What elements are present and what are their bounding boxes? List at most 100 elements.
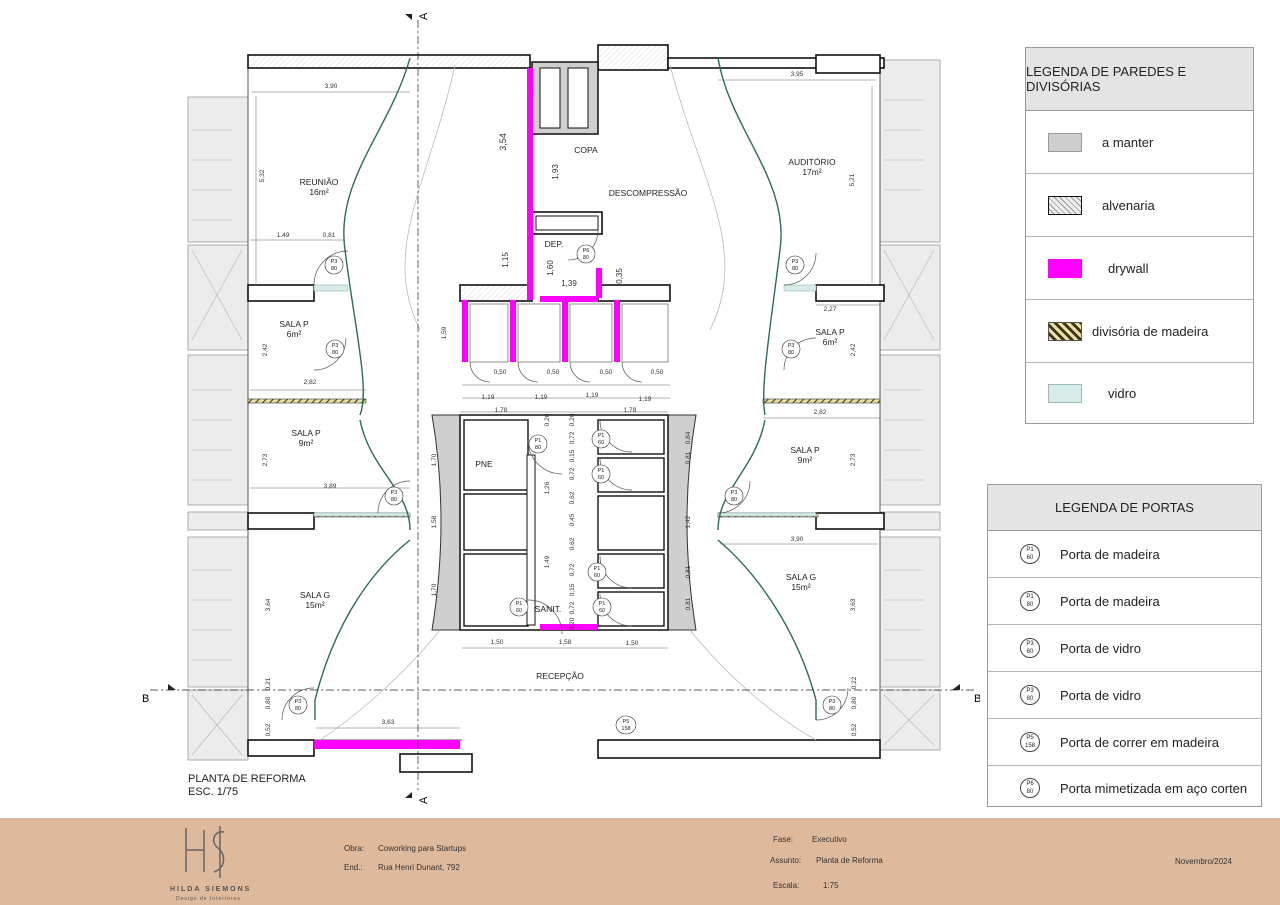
svg-text:80: 80 xyxy=(829,706,835,712)
dim: 1,19 xyxy=(586,392,599,399)
room-sala-p9-right-area: 9m² xyxy=(798,455,813,465)
svg-text:80: 80 xyxy=(295,706,301,712)
dim: 0,72 xyxy=(569,563,576,576)
swatch-wood xyxy=(1048,321,1082,341)
assunto-label: Assunto: xyxy=(770,856,802,865)
dim: 0,52 xyxy=(851,723,858,736)
svg-text:P6: P6 xyxy=(583,248,590,254)
title-block: HILDA SIEMONS Design de Interiores Obra:… xyxy=(0,818,1280,905)
dim: 1,19 xyxy=(535,394,548,401)
svg-text:60: 60 xyxy=(598,440,604,446)
room-reuniao-area: 16m² xyxy=(309,187,329,197)
end-value: Rua Henri Dunant, 792 xyxy=(378,863,460,872)
door-legend-label: Porta mimetizada em aço corten xyxy=(1060,780,1248,796)
svg-text:P3: P3 xyxy=(331,259,338,265)
room-labels: REUNIÃO 16m² AUDITÓRIO 17m² COPA DESCOMP… xyxy=(279,145,845,681)
svg-text:P1: P1 xyxy=(599,601,606,607)
svg-text:80: 80 xyxy=(731,497,737,503)
copa-block xyxy=(531,61,599,231)
dim: 0,21 xyxy=(265,677,272,690)
section-marker-top: A xyxy=(418,12,430,20)
dim: 3,63 xyxy=(382,719,395,726)
dim: 0,72 xyxy=(569,467,576,480)
dim: 3,90 xyxy=(325,83,338,90)
dim: 1,58 xyxy=(431,515,438,528)
glass-partitions xyxy=(313,284,817,517)
dim: 0,81 xyxy=(685,597,692,610)
dimension-texts: 3,90 3,95 5,32 5,21 1,49 0,81 3,54 1,93 … xyxy=(259,71,858,736)
svg-text:P1: P1 xyxy=(598,433,605,439)
dim: 1,78 xyxy=(624,407,637,414)
room-dep: DEP. xyxy=(545,239,564,249)
dim: 1,70 xyxy=(431,583,438,596)
door-legend-label: Porta de madeira xyxy=(1060,593,1160,609)
svg-text:80: 80 xyxy=(788,350,794,356)
dim: 0,20 xyxy=(544,413,551,426)
dim: 3,64 xyxy=(265,598,272,611)
sanitary-core xyxy=(431,414,697,631)
dim: 1,59 xyxy=(441,326,448,339)
dim: 0,81 xyxy=(685,565,692,578)
room-copa: COPA xyxy=(574,145,598,155)
wall-legend-item: vidro xyxy=(1026,363,1253,423)
plan-title: PLANTA DE REFORMA xyxy=(188,773,306,785)
curved-walls xyxy=(314,57,817,720)
dim: 1,42 xyxy=(685,515,692,528)
wall-legend-item: drywall xyxy=(1026,237,1253,300)
svg-text:60: 60 xyxy=(594,573,600,579)
dim: 3,54 xyxy=(498,133,508,151)
room-sala-g-left: SALA G xyxy=(300,590,330,600)
obra-label: Obra: xyxy=(344,844,365,853)
dim: 0,50 xyxy=(547,369,560,376)
dim: 2,27 xyxy=(824,306,837,313)
dim: 1,49 xyxy=(277,232,290,239)
room-descompressao: DESCOMPRESSÃO xyxy=(609,188,688,198)
wall-legend-item: a manter xyxy=(1026,111,1253,174)
plan-scale: ESC. 1/75 xyxy=(188,786,239,798)
window-details xyxy=(191,99,935,756)
floor-plan: A A B B REUNIÃO 16m² AUDITÓRIO 17m² COPA… xyxy=(142,12,980,804)
dim: 1,39 xyxy=(561,279,577,288)
end-label: End.: xyxy=(344,863,363,872)
dim: 0,81 xyxy=(323,232,336,239)
room-reuniao: REUNIÃO xyxy=(300,177,339,187)
brand-tagline: Design de Interiores xyxy=(176,896,241,902)
dim: 2,42 xyxy=(850,343,857,356)
svg-text:P1: P1 xyxy=(516,601,523,607)
fase-value: Executivo xyxy=(812,835,847,844)
dim: 0,15 xyxy=(569,449,576,462)
svg-text:P3: P3 xyxy=(391,490,398,496)
svg-text:80: 80 xyxy=(583,255,589,261)
brand-monogram-icon xyxy=(185,826,225,878)
swatch-masonry xyxy=(1048,195,1082,215)
assunto-value: Planta de Reforma xyxy=(816,856,883,865)
dim: 3,63 xyxy=(850,598,857,611)
room-auditorio-area: 17m² xyxy=(802,167,822,177)
dim: 2,82 xyxy=(304,379,317,386)
room-sala-p9-right: SALA P xyxy=(790,445,820,455)
dim: 0,80 xyxy=(265,696,272,709)
dim: 5,21 xyxy=(849,173,856,186)
svg-text:80: 80 xyxy=(792,266,798,272)
wall-legend-label: divisória de madeira xyxy=(1092,323,1209,339)
swatch-kept xyxy=(1048,132,1082,152)
room-sala-p9-left-area: 9m² xyxy=(299,438,314,448)
dim: 2,82 xyxy=(814,409,827,416)
wall-legend-label: drywall xyxy=(1108,260,1149,276)
svg-text:P3: P3 xyxy=(731,490,738,496)
svg-text:P3: P3 xyxy=(788,343,795,349)
dim: 0,72 xyxy=(569,431,576,444)
dim: 3,89 xyxy=(324,483,337,490)
